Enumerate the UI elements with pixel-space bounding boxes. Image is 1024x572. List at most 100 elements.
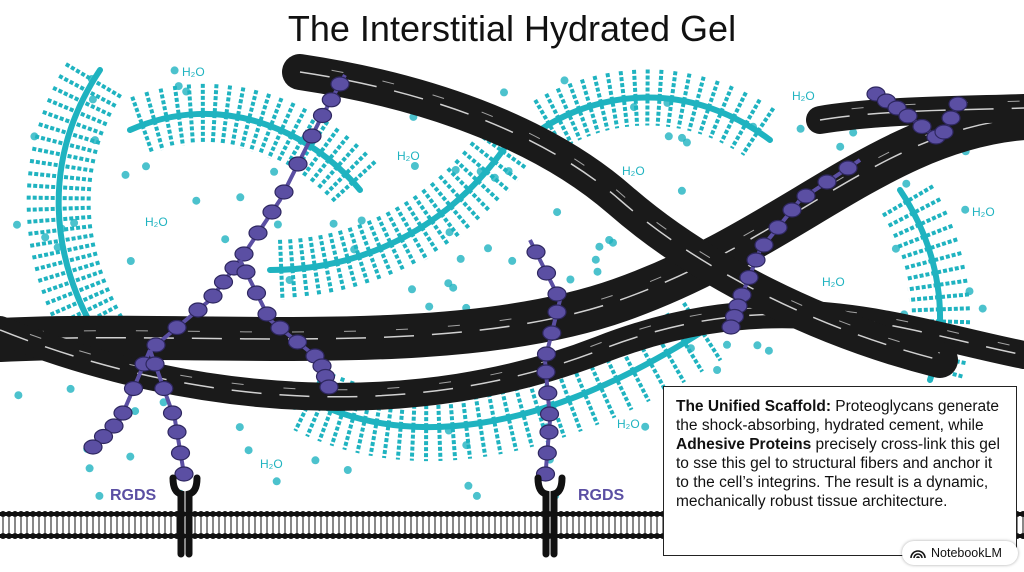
lipid-head bbox=[42, 533, 48, 539]
lipid-head bbox=[102, 533, 108, 539]
protein-domain bbox=[536, 265, 557, 281]
glycosaminoglycan-chain bbox=[38, 122, 101, 145]
hyaluronan-core bbox=[127, 110, 363, 193]
glycosaminoglycan-chain bbox=[687, 76, 706, 132]
lipid-head bbox=[66, 511, 72, 517]
glycosaminoglycan-chain bbox=[28, 224, 93, 236]
lipid-head bbox=[264, 511, 270, 517]
water-molecule bbox=[641, 422, 650, 431]
glycosaminoglycan-chain bbox=[144, 91, 165, 151]
rgds-label-left: RGDS bbox=[110, 487, 157, 504]
water-molecule bbox=[591, 255, 600, 264]
lipid-head bbox=[288, 533, 294, 539]
lipid-head bbox=[444, 533, 450, 539]
water-molecule bbox=[605, 236, 614, 244]
protein-domain bbox=[188, 302, 208, 318]
lipid-head bbox=[354, 511, 360, 517]
lipid-head bbox=[54, 533, 60, 539]
glycosaminoglycan-chain bbox=[891, 210, 948, 239]
lipid-head bbox=[510, 533, 516, 539]
glycosaminoglycan-chain bbox=[899, 237, 958, 260]
integrin-receptors bbox=[169, 474, 566, 558]
lipid-head bbox=[582, 511, 588, 517]
lipid-head bbox=[606, 533, 612, 539]
lipid-head bbox=[636, 511, 642, 517]
lipid-head bbox=[60, 511, 66, 517]
water-molecule bbox=[796, 124, 805, 133]
glycosaminoglycan-chain bbox=[394, 206, 429, 261]
lipid-head bbox=[498, 511, 504, 517]
lipid-head bbox=[108, 511, 114, 517]
glycosaminoglycan-chain bbox=[655, 69, 664, 126]
lipid-head bbox=[582, 533, 588, 539]
lipid-head bbox=[432, 511, 438, 517]
protein-domain bbox=[288, 156, 308, 172]
integrin-subunit bbox=[550, 474, 566, 558]
water-molecule bbox=[500, 88, 508, 97]
lipid-head bbox=[252, 533, 258, 539]
lipid-head bbox=[516, 533, 522, 539]
glycosaminoglycan-chain bbox=[909, 306, 970, 313]
protein-domain bbox=[154, 380, 174, 397]
lipid-head bbox=[366, 511, 372, 517]
proteoglycan bbox=[26, 62, 124, 349]
glycosaminoglycan-chain bbox=[45, 278, 107, 306]
glycosaminoglycan-chain bbox=[210, 84, 219, 145]
glycosaminoglycan-chain bbox=[220, 85, 233, 146]
lipid-head bbox=[240, 511, 246, 517]
water-molecule bbox=[329, 219, 338, 228]
notebooklm-logo-icon bbox=[910, 550, 926, 559]
protein-domain bbox=[536, 346, 557, 362]
glycosaminoglycan-chain bbox=[567, 82, 591, 137]
water-label: H₂O bbox=[972, 205, 995, 219]
water-molecule bbox=[311, 456, 320, 465]
water-molecule bbox=[88, 95, 97, 104]
glycosaminoglycan-chain bbox=[29, 233, 94, 248]
water-molecule bbox=[14, 391, 23, 400]
glycosaminoglycan-chain bbox=[740, 107, 776, 156]
glycosaminoglycan-chain bbox=[230, 87, 246, 147]
glycosaminoglycan-chain bbox=[158, 88, 175, 148]
lipid-head bbox=[606, 511, 612, 517]
lipid-head bbox=[456, 511, 462, 517]
lipid-head bbox=[624, 533, 630, 539]
lipid-head bbox=[648, 533, 654, 539]
water-molecule bbox=[836, 142, 845, 151]
glycosaminoglycan-chain bbox=[318, 234, 334, 295]
protein-domain bbox=[526, 244, 546, 260]
lipid-head bbox=[138, 533, 144, 539]
water-molecule bbox=[192, 196, 201, 205]
glycosaminoglycan-chain bbox=[368, 388, 385, 457]
glycosaminoglycan-chain bbox=[284, 113, 319, 168]
lipid-head bbox=[522, 511, 528, 517]
glycosaminoglycan-chain bbox=[27, 214, 92, 224]
water-molecule bbox=[170, 66, 179, 75]
lipid-head bbox=[48, 533, 54, 539]
lipid-head bbox=[570, 511, 576, 517]
glycosaminoglycan-chain bbox=[347, 227, 371, 286]
protein-domain bbox=[174, 466, 194, 482]
protein-domain bbox=[162, 405, 183, 421]
glycosaminoglycan-chain bbox=[905, 264, 966, 281]
protein-domain bbox=[538, 385, 558, 401]
protein-domain bbox=[312, 107, 333, 124]
glycosaminoglycan-chain bbox=[258, 97, 284, 155]
glycosaminoglycan-chain bbox=[293, 368, 327, 432]
glycosaminoglycan-chain bbox=[41, 269, 104, 295]
water-molecule bbox=[849, 128, 858, 137]
lipid-head bbox=[162, 533, 168, 539]
lipid-head bbox=[336, 533, 342, 539]
lipid-head bbox=[618, 533, 624, 539]
glycosaminoglycan-chain bbox=[719, 91, 748, 144]
water-label: H₂O bbox=[260, 457, 283, 471]
protein-domain bbox=[537, 445, 557, 461]
glycosaminoglycan-chain bbox=[298, 238, 310, 299]
lipid-head bbox=[306, 533, 312, 539]
protein-domain bbox=[330, 76, 350, 92]
lipid-head bbox=[54, 511, 60, 517]
glycosaminoglycan-chain bbox=[278, 239, 285, 300]
lipid-head bbox=[282, 533, 288, 539]
lipid-head bbox=[384, 511, 390, 517]
lipid-head bbox=[36, 511, 42, 517]
lipid-head bbox=[630, 511, 636, 517]
